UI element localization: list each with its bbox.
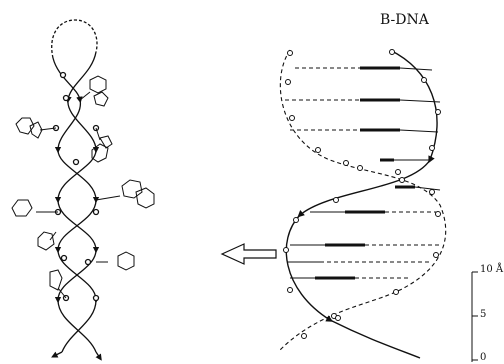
- ladder-node: [60, 254, 68, 262]
- ladder-node: [92, 294, 100, 302]
- direction-arrow: [220, 243, 277, 265]
- ladder-end-arrow-right: [95, 351, 102, 361]
- ladder-end-arrow-left: [51, 351, 63, 358]
- ladder-node: [62, 94, 70, 102]
- base-pairs: [285, 66, 441, 280]
- helix-strand-1-front: [285, 49, 438, 359]
- ladder-bases: [11, 75, 155, 299]
- ladder-node: [59, 71, 67, 79]
- scale-label-10: 10 Å: [480, 264, 504, 275]
- scale-bar: [471, 271, 478, 362]
- base-pair-rung: [295, 66, 433, 71]
- ladder-node: [92, 208, 100, 216]
- double-helix: [279, 49, 447, 359]
- ladder-node: [84, 258, 92, 266]
- ladder-schematic: [11, 19, 155, 361]
- diagram-title: B-DNA: [380, 12, 429, 28]
- base-pair-rung: [290, 128, 439, 133]
- top-loop-strand: [51, 19, 98, 59]
- base-pair-rung: [395, 185, 441, 191]
- phosphate-nodes: [283, 49, 441, 339]
- ladder-node: [72, 158, 80, 166]
- scale-label-0: 0: [480, 352, 487, 363]
- base-pair-rung: [285, 98, 441, 103]
- scale-label-5: 5: [480, 309, 487, 320]
- helix-strand-1-back: [279, 49, 447, 351]
